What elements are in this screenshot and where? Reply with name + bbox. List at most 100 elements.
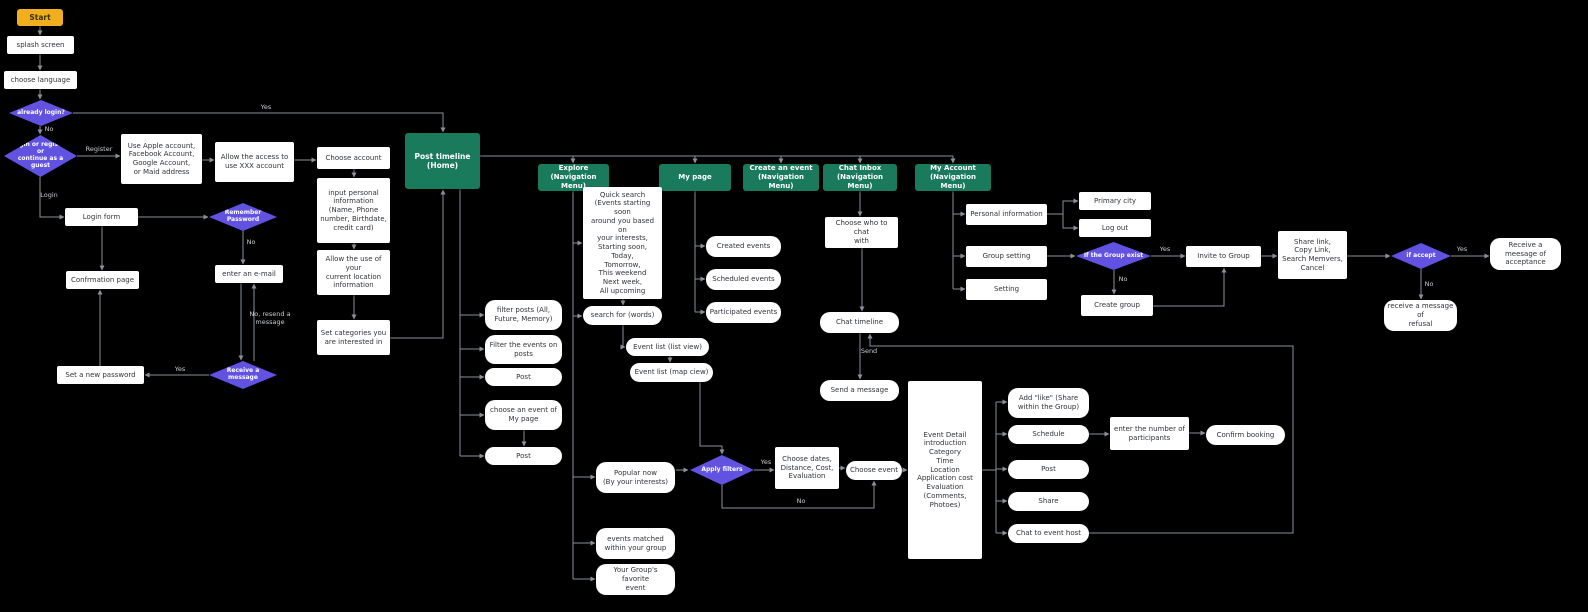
node-label: Quick search (Events starting soon aroun… <box>590 190 655 295</box>
node-quick-search[interactable]: Quick search (Events starting soon aroun… <box>583 187 662 299</box>
node-choose-dates[interactable]: Choose dates, Distance, Cost, Evaluation <box>775 447 839 489</box>
node-primary-city[interactable]: Primary city <box>1079 192 1151 210</box>
edge-label: Yes <box>1456 245 1468 253</box>
flow-edge <box>1047 198 1079 215</box>
node-label: Event Detail introduction Category Time … <box>917 430 973 509</box>
flow-edge <box>867 333 1294 534</box>
node-events-matched-group[interactable]: events matched within your group <box>596 528 675 559</box>
node-label: Chat to event host <box>1015 529 1082 538</box>
flow-edge <box>1062 214 1079 231</box>
node-enter-email[interactable]: enter an e-mail <box>215 265 283 283</box>
node-label: Receive a message <box>226 367 260 381</box>
node-group-setting[interactable]: Group setting <box>966 246 1047 267</box>
node-label: Event list (list view) <box>633 342 702 351</box>
node-label: Receive a meesage of acceptance <box>1504 240 1547 267</box>
node-scheduled-events[interactable]: Scheduled events <box>706 269 781 290</box>
edge-label: Login <box>40 191 58 199</box>
node-label: Apply filters <box>701 465 743 473</box>
node-explore[interactable]: Explore (Navigation Menu) <box>538 164 609 191</box>
node-label: already login? <box>17 108 65 116</box>
node-label: search for (words) <box>590 311 655 320</box>
node-label: Allow the access to use XXX account <box>220 153 289 170</box>
node-confirmation-page[interactable]: Confrmation page <box>66 271 139 289</box>
node-event-list-map-view[interactable]: Event list (map ciew) <box>630 363 713 382</box>
node-filter-posts[interactable]: filter posts (All, Future, Memory) <box>485 300 562 330</box>
node-confirm-booking[interactable]: Confirm booking <box>1206 425 1285 445</box>
node-chat-timeline[interactable]: Chat timeline <box>820 312 899 333</box>
node-label: Confirm booking <box>1216 430 1275 439</box>
node-chat-to-event-host[interactable]: Chat to event host <box>1008 524 1089 543</box>
node-label: Log out <box>1101 223 1129 232</box>
node-label: splash screen <box>16 40 65 49</box>
node-allow-access[interactable]: Allow the access to use XXX account <box>215 142 294 182</box>
node-label: Post timeline (Home) <box>414 151 471 170</box>
node-send-a-message[interactable]: Send a message <box>820 380 899 401</box>
node-enter-number-participants[interactable]: enter the number of participants <box>1110 417 1189 450</box>
node-log-out[interactable]: Log out <box>1079 219 1151 237</box>
node-post-home[interactable]: Post <box>485 368 562 386</box>
node-label: Your Group's favorite event <box>613 566 658 592</box>
flow-edge <box>699 382 725 455</box>
node-label: My page <box>678 173 712 182</box>
node-event-detail[interactable]: Event Detail introduction Category Time … <box>908 381 982 559</box>
node-invite-to-group[interactable]: Invite to Group <box>1186 246 1261 267</box>
node-label: Popular now (By your interests) <box>602 468 669 486</box>
node-set-new-password[interactable]: Set a new password <box>57 366 144 384</box>
node-my-page[interactable]: My page <box>659 164 731 191</box>
node-share-link-options[interactable]: Share link, Copy Link, Search Memvers, C… <box>1278 231 1347 279</box>
node-allow-location[interactable]: Allow the use of your current location i… <box>317 250 390 295</box>
node-group-favorite-event[interactable]: Your Group's favorite event <box>596 564 675 595</box>
node-label: if accept <box>1406 251 1436 259</box>
node-popular-now[interactable]: Popular now (By your interests) <box>596 462 675 493</box>
node-create-group[interactable]: Create group <box>1081 295 1153 316</box>
node-set-categories[interactable]: Set categories you are interested in <box>317 320 390 355</box>
node-choose-event-my-page[interactable]: choose an event of My page <box>485 400 562 430</box>
node-participated-events[interactable]: Participated events <box>706 302 781 323</box>
edge-label: No <box>246 238 256 246</box>
node-message-of-refusal[interactable]: receive a message of refusal <box>1384 300 1457 331</box>
node-filter-events-on-posts[interactable]: Filter the events on posts <box>485 335 562 364</box>
edge-label: No, resend a message <box>249 310 291 326</box>
flow-edge <box>39 177 65 220</box>
node-label: Remember Password <box>224 209 262 223</box>
node-chat-inbox[interactable]: Chat Inbox (Navigation Menu) <box>823 164 897 191</box>
node-post-event[interactable]: Post <box>1008 460 1089 479</box>
node-label: Schedule <box>1032 430 1065 439</box>
node-label: enter the number of participants <box>1114 424 1185 442</box>
edge-label: No <box>796 497 806 505</box>
node-setting[interactable]: Setting <box>966 279 1047 300</box>
node-label: If the Group exist <box>1083 251 1144 259</box>
node-label: Choose who to chat with <box>835 219 888 245</box>
node-choose-language[interactable]: choose language <box>4 71 77 89</box>
node-choose-who-to-chat[interactable]: Choose who to chat with <box>825 217 898 248</box>
node-event-list-list-view[interactable]: Event list (list view) <box>626 338 709 356</box>
node-post-home-2[interactable]: Post <box>485 447 562 465</box>
node-my-account[interactable]: My Account (Navigation Menu) <box>915 164 991 191</box>
node-personal-information[interactable]: Personal information <box>966 204 1047 225</box>
node-label: Filter the events on posts <box>489 340 558 358</box>
node-share-event[interactable]: Share <box>1008 492 1089 511</box>
node-choose-event[interactable]: Choose event <box>846 461 902 480</box>
node-label: Choose event <box>849 466 898 475</box>
edge-label: No <box>44 125 54 133</box>
node-use-account[interactable]: Use Apple account, Facebook Account, Goo… <box>121 134 202 184</box>
node-label: Send a message <box>830 386 889 395</box>
node-created-events[interactable]: Created events <box>706 236 781 257</box>
node-input-personal-info[interactable]: input personal information (Name, Phone … <box>317 178 390 243</box>
node-message-of-acceptance[interactable]: Receive a meesage of acceptance <box>1490 238 1561 270</box>
edge-label: Register <box>85 145 113 153</box>
node-label: Login form <box>82 212 121 221</box>
node-choose-account[interactable]: Choose account <box>317 147 390 169</box>
node-search-for-words[interactable]: search for (words) <box>583 306 662 325</box>
node-schedule[interactable]: Schedule <box>1008 425 1089 444</box>
node-add-like[interactable]: Add "like" (Share within the Group) <box>1008 388 1089 418</box>
node-post-timeline[interactable]: Post timeline (Home) <box>405 133 480 189</box>
flow-edge <box>390 189 446 339</box>
node-login-form[interactable]: Login form <box>65 208 138 226</box>
node-start[interactable]: Start <box>17 9 63 26</box>
node-splash-screen[interactable]: splash screen <box>7 36 74 54</box>
node-label: receive a message of refusal <box>1387 302 1454 328</box>
node-label: Invite to Group <box>1197 252 1250 261</box>
node-create-an-event[interactable]: Create an event (Navigation Menu) <box>743 164 819 191</box>
